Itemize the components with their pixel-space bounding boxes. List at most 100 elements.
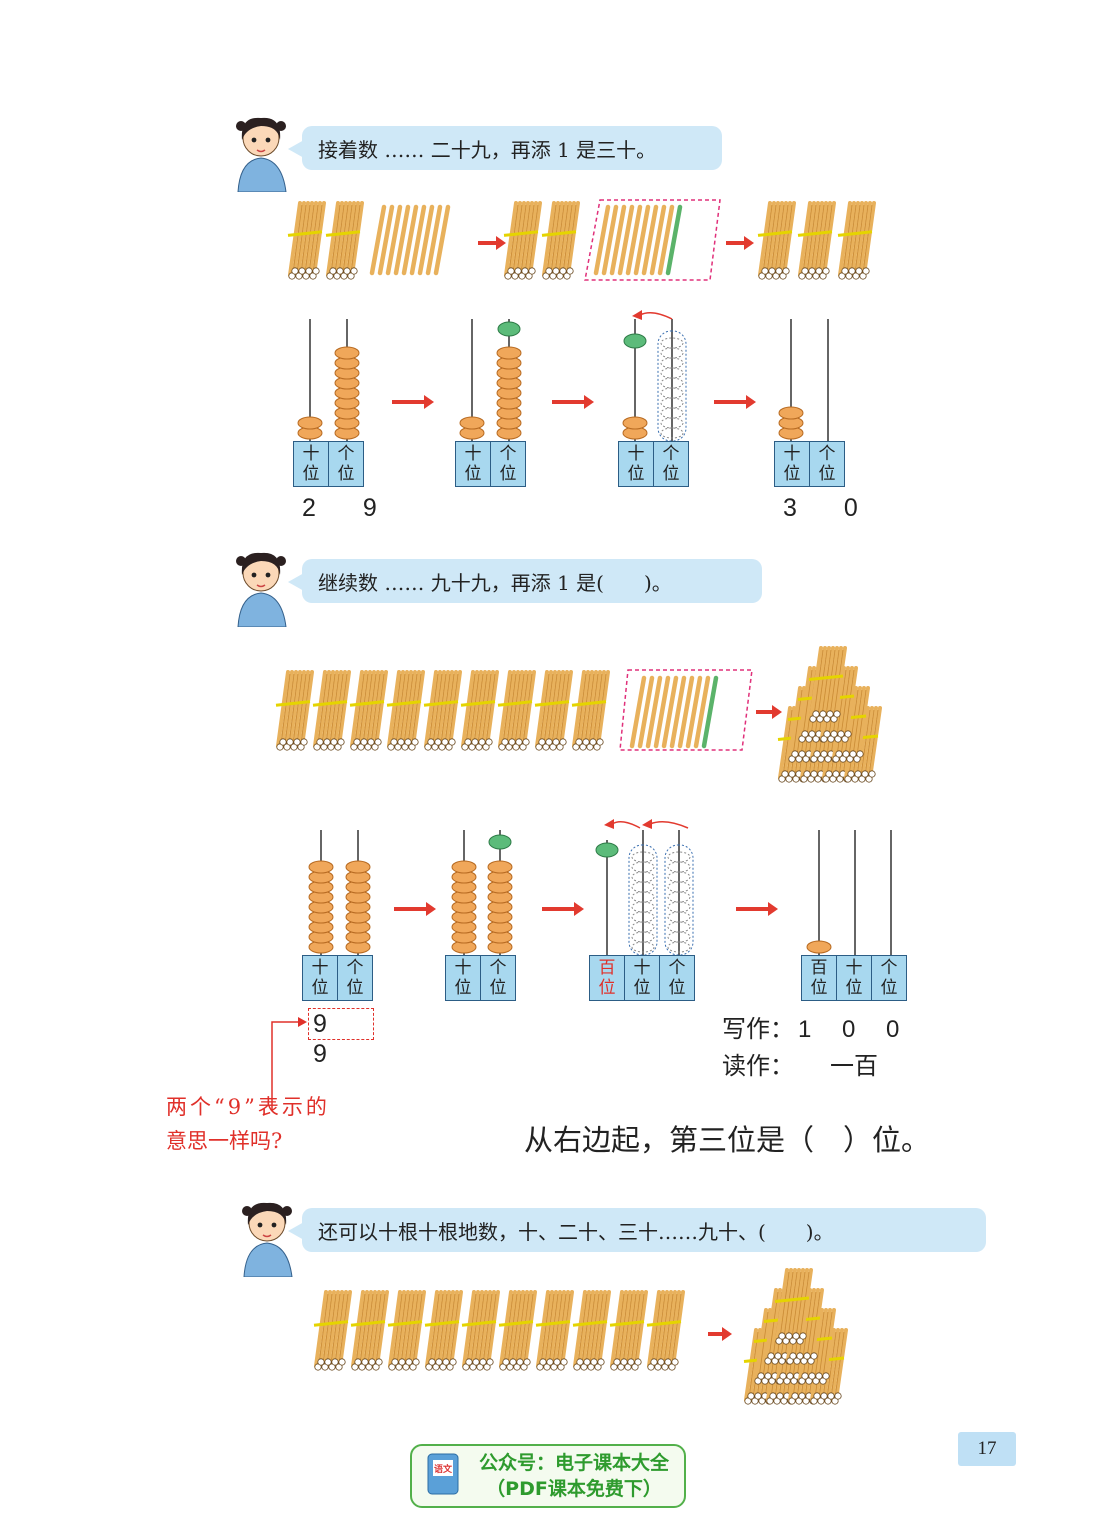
stick-bundle-icon (541, 201, 580, 280)
speech-bubble-3: 还可以十根十根地数，十、二十、三十……九十、( )。 (288, 1208, 986, 1252)
bead (297, 416, 323, 430)
stick-bundle-icon (535, 1290, 574, 1371)
watermark-badge: 语文 公众号：电子课本大全 （PDF课本免费下） (410, 1444, 686, 1508)
stick-bundle-icon (503, 201, 542, 280)
stick-bundle-icon (350, 1290, 389, 1371)
stick-bundle-icon (646, 1290, 685, 1371)
ones-place-cell: 个位 (660, 955, 695, 1001)
stick-bundles-row-2 (275, 646, 882, 783)
tens-place-cell: 十位 (455, 441, 491, 487)
ones-place-cell: 个位 (491, 441, 526, 487)
ones-place-cell: 个位 (872, 955, 907, 1001)
stick-bundle-icon (571, 670, 610, 751)
ones-place-cell: 个位 (338, 955, 373, 1001)
girl-avatar-icon (236, 552, 287, 627)
place-value-table-30: 十位 个位 (774, 441, 845, 487)
badge-line-2: （PDF课本免费下） (486, 1478, 662, 1500)
page-number: 17 (958, 1432, 1016, 1466)
bead (496, 346, 522, 360)
bead (487, 860, 513, 874)
place-value-table-29: 十位 个位 (293, 441, 364, 487)
speech-text: 接着数 …… 二十九，再添 1 是三十。 (318, 137, 657, 162)
dashed-frame (584, 199, 721, 281)
bead (345, 860, 371, 874)
place-value-table-99: 十位 个位 (302, 955, 373, 1001)
speech-text: 还可以十根十根地数，十、二十、三十……九十、( )。 (318, 1219, 834, 1244)
hundreds-place-cell: 百位 (801, 955, 837, 1001)
girl-avatar-icon (242, 1202, 293, 1277)
bead (459, 416, 485, 430)
number-30: 3 0 (783, 494, 878, 522)
stick-bundle-icon (325, 201, 364, 280)
place-value-table-100: 百位 十位 个位 (801, 955, 907, 1001)
write-read-block: 写作：1 0 0 读作：一百 (722, 1011, 911, 1084)
bead (806, 940, 832, 954)
speech-text: 继续数 …… 九十九，再添 1 是( )。 (318, 570, 672, 595)
abacus-row-1 (297, 310, 829, 442)
stick-bundle-icon (609, 1290, 648, 1371)
number-29: 2 9 (302, 494, 397, 522)
green-bead (595, 842, 619, 858)
tens-place-cell: 十位 (618, 441, 654, 487)
stick-bundle-icon (312, 670, 351, 751)
stick-bundle-icon (275, 670, 314, 751)
badge-line-1: 公众号：电子课本大全 (478, 1452, 669, 1474)
write-label: 写作： (722, 1015, 794, 1043)
hundred-sticks-pile-icon (777, 646, 882, 783)
place-value-table-step2: 十位 个位 (445, 955, 516, 1001)
place-value-table-step3: 百位 十位 个位 (589, 955, 695, 1001)
carry-arrow-icon (639, 312, 673, 320)
tens-place-cell: 十位 (837, 955, 872, 1001)
hundreds-place-cell: 百位 (589, 955, 625, 1001)
stick-bundle-icon (774, 1268, 813, 1345)
ones-place-cell: 个位 (481, 955, 516, 1001)
stick-bundle-icon (498, 1290, 537, 1371)
book-icon-text: 语文 (434, 1463, 453, 1475)
stick-bundles-row-1 (287, 199, 876, 281)
stick-bundle-icon (424, 1290, 463, 1371)
removed-beads-outline (657, 330, 687, 442)
ones-place-cell: 个位 (810, 441, 845, 487)
carry-arrow-icon (649, 821, 689, 829)
stick-bundle-icon (808, 646, 847, 723)
bead (451, 860, 477, 874)
tens-place-cell: 十位 (445, 955, 481, 1001)
stick-bundle-icon (797, 201, 836, 280)
write-value: 1 0 0 (798, 1016, 912, 1043)
stick-bundle-icon (287, 201, 326, 280)
carry-arrow-icon (611, 821, 641, 829)
pointer-arrow-icon (271, 1017, 307, 1110)
red-question: 两个“9”表示的 意思一样吗? (166, 1090, 330, 1158)
loose-sticks-icon (369, 204, 451, 276)
stick-bundle-icon (534, 670, 573, 751)
stick-bundle-icon (423, 670, 462, 751)
number-99: 9 9 (308, 1008, 374, 1068)
stick-bundle-icon (349, 670, 388, 751)
stick-bundle-icon (313, 1290, 352, 1371)
tens-place-cell: 十位 (625, 955, 660, 1001)
red-question-line-2: 意思一样吗? (166, 1129, 283, 1153)
green-bead (497, 321, 521, 337)
stick-bundles-row-3 (313, 1268, 848, 1405)
main-question: 从右边起，第三位是（ ）位。 (524, 1123, 931, 1157)
tens-place-cell: 十位 (302, 955, 338, 1001)
bead (308, 860, 334, 874)
stick-bundle-icon (387, 1290, 426, 1371)
place-value-table-step3: 十位 个位 (618, 441, 689, 487)
red-question-line-1: 两个“9”表示的 (166, 1095, 330, 1119)
stick-bundle-icon (572, 1290, 611, 1371)
ones-place-cell: 个位 (654, 441, 689, 487)
removed-beads-outline (628, 844, 658, 956)
bead (334, 346, 360, 360)
speech-bubble-2: 继续数 …… 九十九，再添 1 是( )。 (288, 559, 762, 603)
stick-bundle-icon (497, 670, 536, 751)
loose-sticks-icon (629, 675, 719, 749)
stick-bundle-icon (460, 670, 499, 751)
read-value: 一百 (830, 1052, 878, 1080)
green-bead (488, 834, 512, 850)
green-bead (623, 333, 647, 349)
removed-beads-outline (664, 844, 694, 956)
stick-bundle-icon (757, 201, 796, 280)
bead (778, 406, 804, 420)
bead (622, 416, 648, 430)
